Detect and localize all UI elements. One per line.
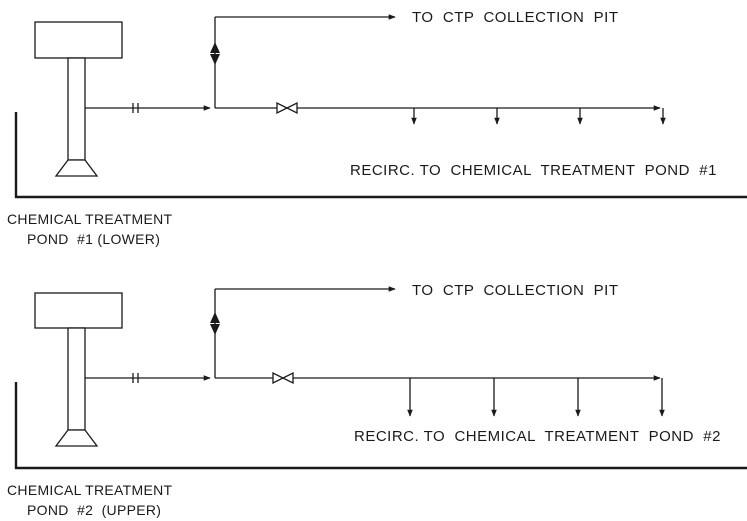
- gate-valve: [272, 371, 294, 385]
- pond-wall: [14, 382, 747, 470]
- pump-column: [67, 57, 86, 161]
- check-valve-upper: [210, 312, 220, 323]
- pump-intake-bell: [54, 159, 99, 177]
- gate-valve: [276, 101, 298, 115]
- pump-column: [67, 327, 86, 431]
- pond-caption-line2: POND #1 (LOWER): [27, 231, 160, 247]
- system-pond-1: TO CTP COLLECTION PIT RECIRC. TO CHEMICA…: [7, 9, 747, 247]
- collection-pit-label: TO CTP COLLECTION PIT: [412, 282, 618, 299]
- recirc-label: RECIRC. TO CHEMICAL TREATMENT POND #1: [350, 162, 717, 179]
- pump-motor: [34, 21, 123, 59]
- recirc-label: RECIRC. TO CHEMICAL TREATMENT POND #2: [354, 428, 721, 445]
- pump-intake-bell: [54, 429, 99, 447]
- pond-caption-line1: CHEMICAL TREATMENT: [7, 211, 173, 227]
- check-valve-lower: [210, 54, 220, 65]
- system-pond-2: TO CTP COLLECTION PIT RECIRC. TO CHEMICA…: [7, 282, 747, 518]
- pond-caption-line1: CHEMICAL TREATMENT: [7, 482, 173, 498]
- pump-motor: [34, 292, 123, 329]
- pond-wall: [14, 112, 747, 199]
- collection-pit-label: TO CTP COLLECTION PIT: [412, 9, 618, 26]
- check-valve-upper: [210, 42, 220, 53]
- check-valve-lower: [210, 324, 220, 335]
- pond-caption-line2: POND #2 (UPPER): [27, 502, 161, 518]
